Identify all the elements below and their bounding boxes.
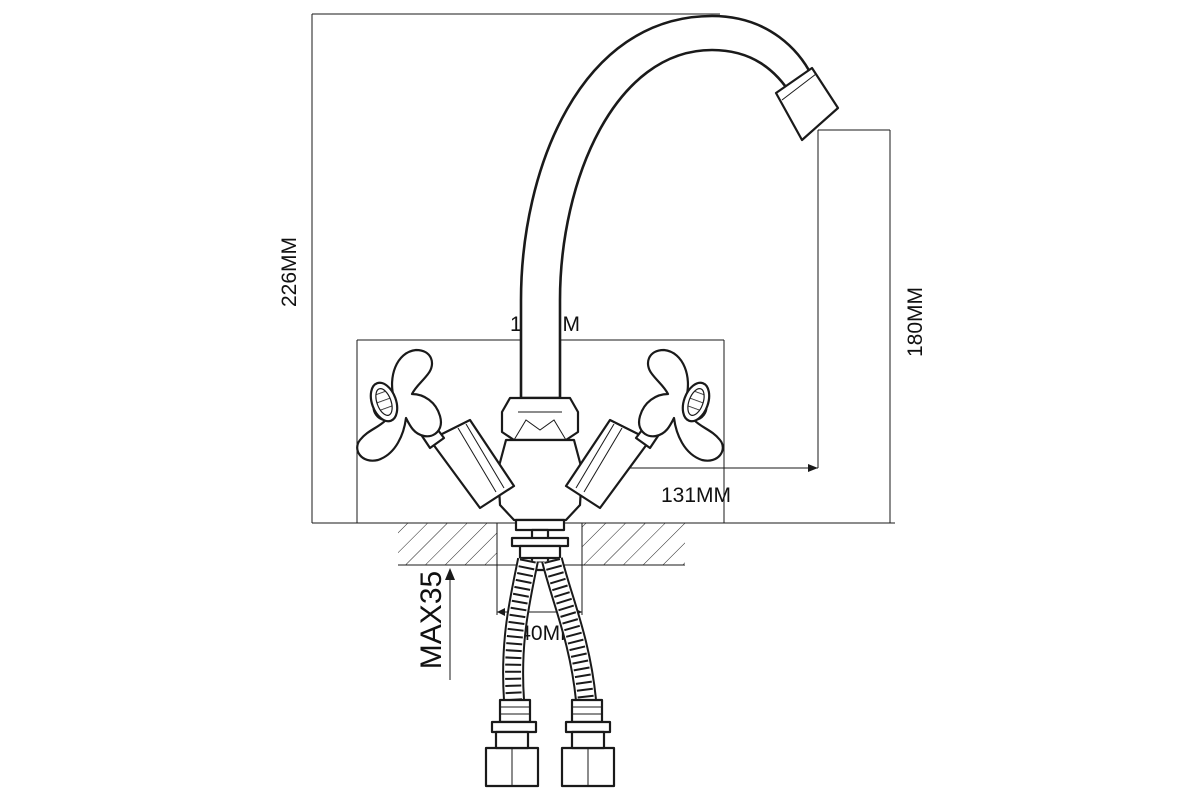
- dimension-spout-height: 180MM: [817, 129, 927, 523]
- dimension-total-height: 226MM: [278, 13, 895, 524]
- label-max-thickness: MAX35: [415, 571, 448, 669]
- right-flexible-hose: [541, 557, 616, 788]
- dimension-max-thickness: MAX35: [415, 568, 455, 680]
- label-spout-reach: 131MM: [661, 484, 731, 507]
- left-flexible-hose: [484, 557, 540, 788]
- mounting-stud: [510, 528, 570, 572]
- label-total-height: 226MM: [278, 237, 301, 307]
- left-cross-handle: [356, 348, 442, 462]
- label-spout-height: 180MM: [904, 287, 927, 357]
- spout: [519, 14, 840, 400]
- right-cross-handle: [638, 348, 724, 462]
- faucet-body: [496, 396, 584, 532]
